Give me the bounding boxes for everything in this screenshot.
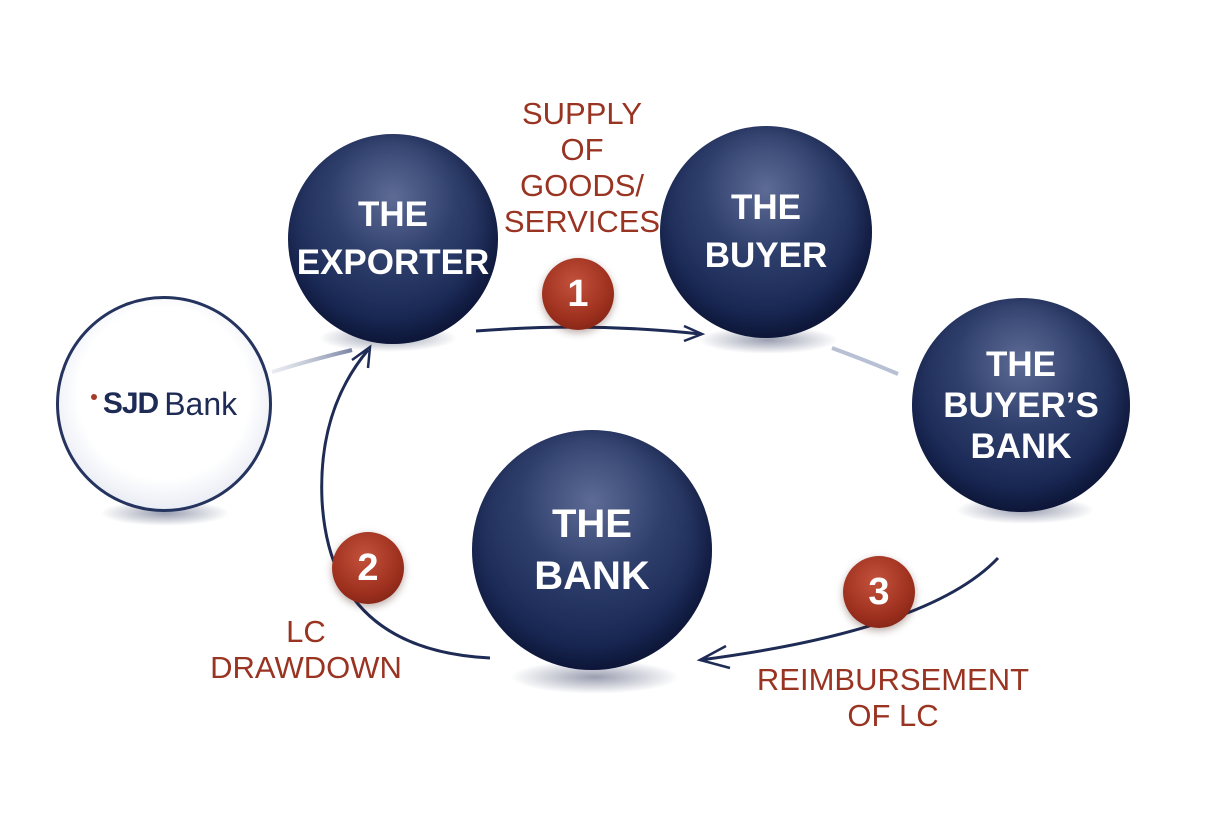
node-buyers-bank: THE BUYER’S BANK bbox=[912, 298, 1130, 512]
node-buyer: THE BUYER bbox=[660, 126, 872, 338]
node-bank: THE BANK bbox=[472, 430, 712, 670]
link-buyer-buyers-bank bbox=[831, 346, 899, 376]
step-badge-3: 3 bbox=[843, 556, 915, 628]
node-buyer-label: THE BUYER bbox=[704, 188, 828, 275]
caption-drawdown: LC DRAWDOWN bbox=[210, 614, 402, 685]
arrow-drawdown bbox=[320, 349, 491, 660]
sjd-bank-logo: SJD Bank bbox=[90, 385, 238, 423]
arrow-reimbursement-head bbox=[696, 644, 731, 670]
node-buyers-bank-label: THE BUYER’S BANK bbox=[943, 344, 1099, 466]
sjd-bank-logo-sphere: SJD Bank bbox=[56, 296, 272, 512]
step-badge-1: 1 bbox=[542, 258, 614, 330]
node-exporter-label: THE EXPORTER bbox=[296, 195, 490, 282]
logo-mark: SJD bbox=[102, 387, 159, 420]
step-badge-2: 2 bbox=[332, 532, 404, 604]
logo-text: Bank bbox=[164, 385, 238, 422]
caption-reimbursement: REIMBURSEMENT OF LC bbox=[756, 662, 1030, 733]
link-bank-exporter bbox=[271, 348, 353, 374]
node-exporter: THE EXPORTER bbox=[288, 134, 498, 344]
logo-dot bbox=[90, 394, 97, 400]
caption-supply: SUPPLY OF GOODS/ SERVICES bbox=[503, 96, 661, 239]
arrow-supply-head bbox=[683, 324, 706, 343]
node-bank-label: THE BANK bbox=[534, 502, 650, 598]
arrow-drawdown-head bbox=[351, 344, 372, 369]
